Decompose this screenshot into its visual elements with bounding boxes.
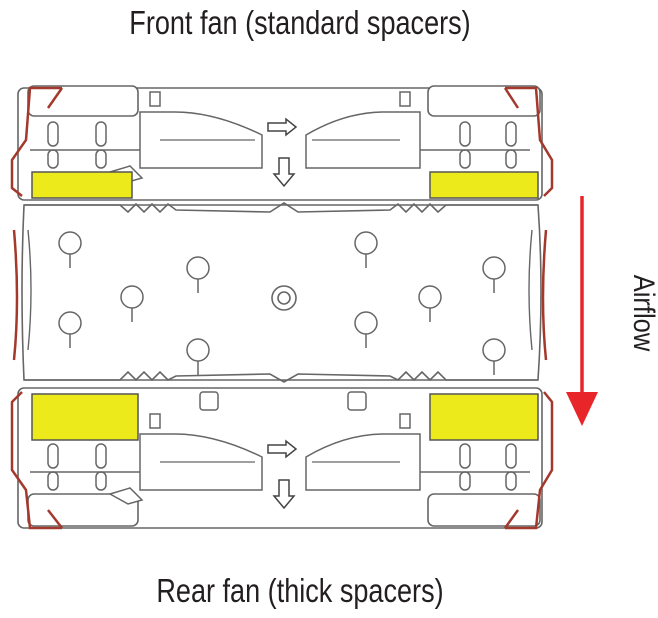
rear-fan xyxy=(10,387,554,530)
airflow-arrow xyxy=(566,196,598,426)
rear-right-spacer xyxy=(429,393,539,441)
front-fan-caption: Front fan (standard spacers) xyxy=(129,4,471,41)
front-right-spacer xyxy=(429,171,539,199)
rear-left-spacer xyxy=(31,393,139,441)
front-fan xyxy=(10,85,554,201)
heatsink-fins xyxy=(12,202,548,383)
rear-fan-caption: Rear fan (thick spacers) xyxy=(156,572,444,609)
front-left-spacer xyxy=(31,171,133,199)
